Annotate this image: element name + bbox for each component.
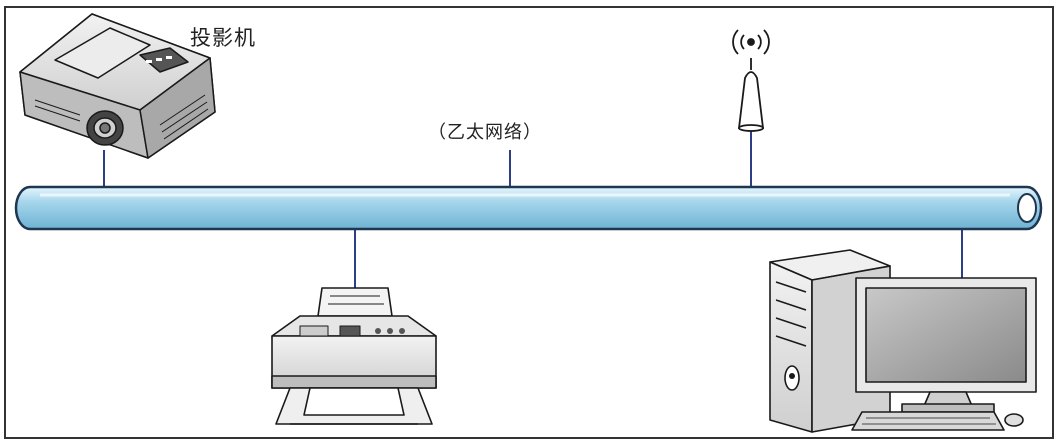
wireless-access-point-icon	[732, 29, 770, 132]
desktop-computer-icon	[769, 249, 1037, 433]
ethernet-cable	[14, 185, 1043, 231]
connector-lines	[103, 130, 963, 290]
printer-icon	[271, 287, 437, 425]
network-label: （乙太网络）	[428, 122, 542, 143]
projector-icon	[19, 13, 216, 159]
projector-label: 投影机	[190, 26, 256, 50]
diagram-frame	[4, 6, 1054, 439]
